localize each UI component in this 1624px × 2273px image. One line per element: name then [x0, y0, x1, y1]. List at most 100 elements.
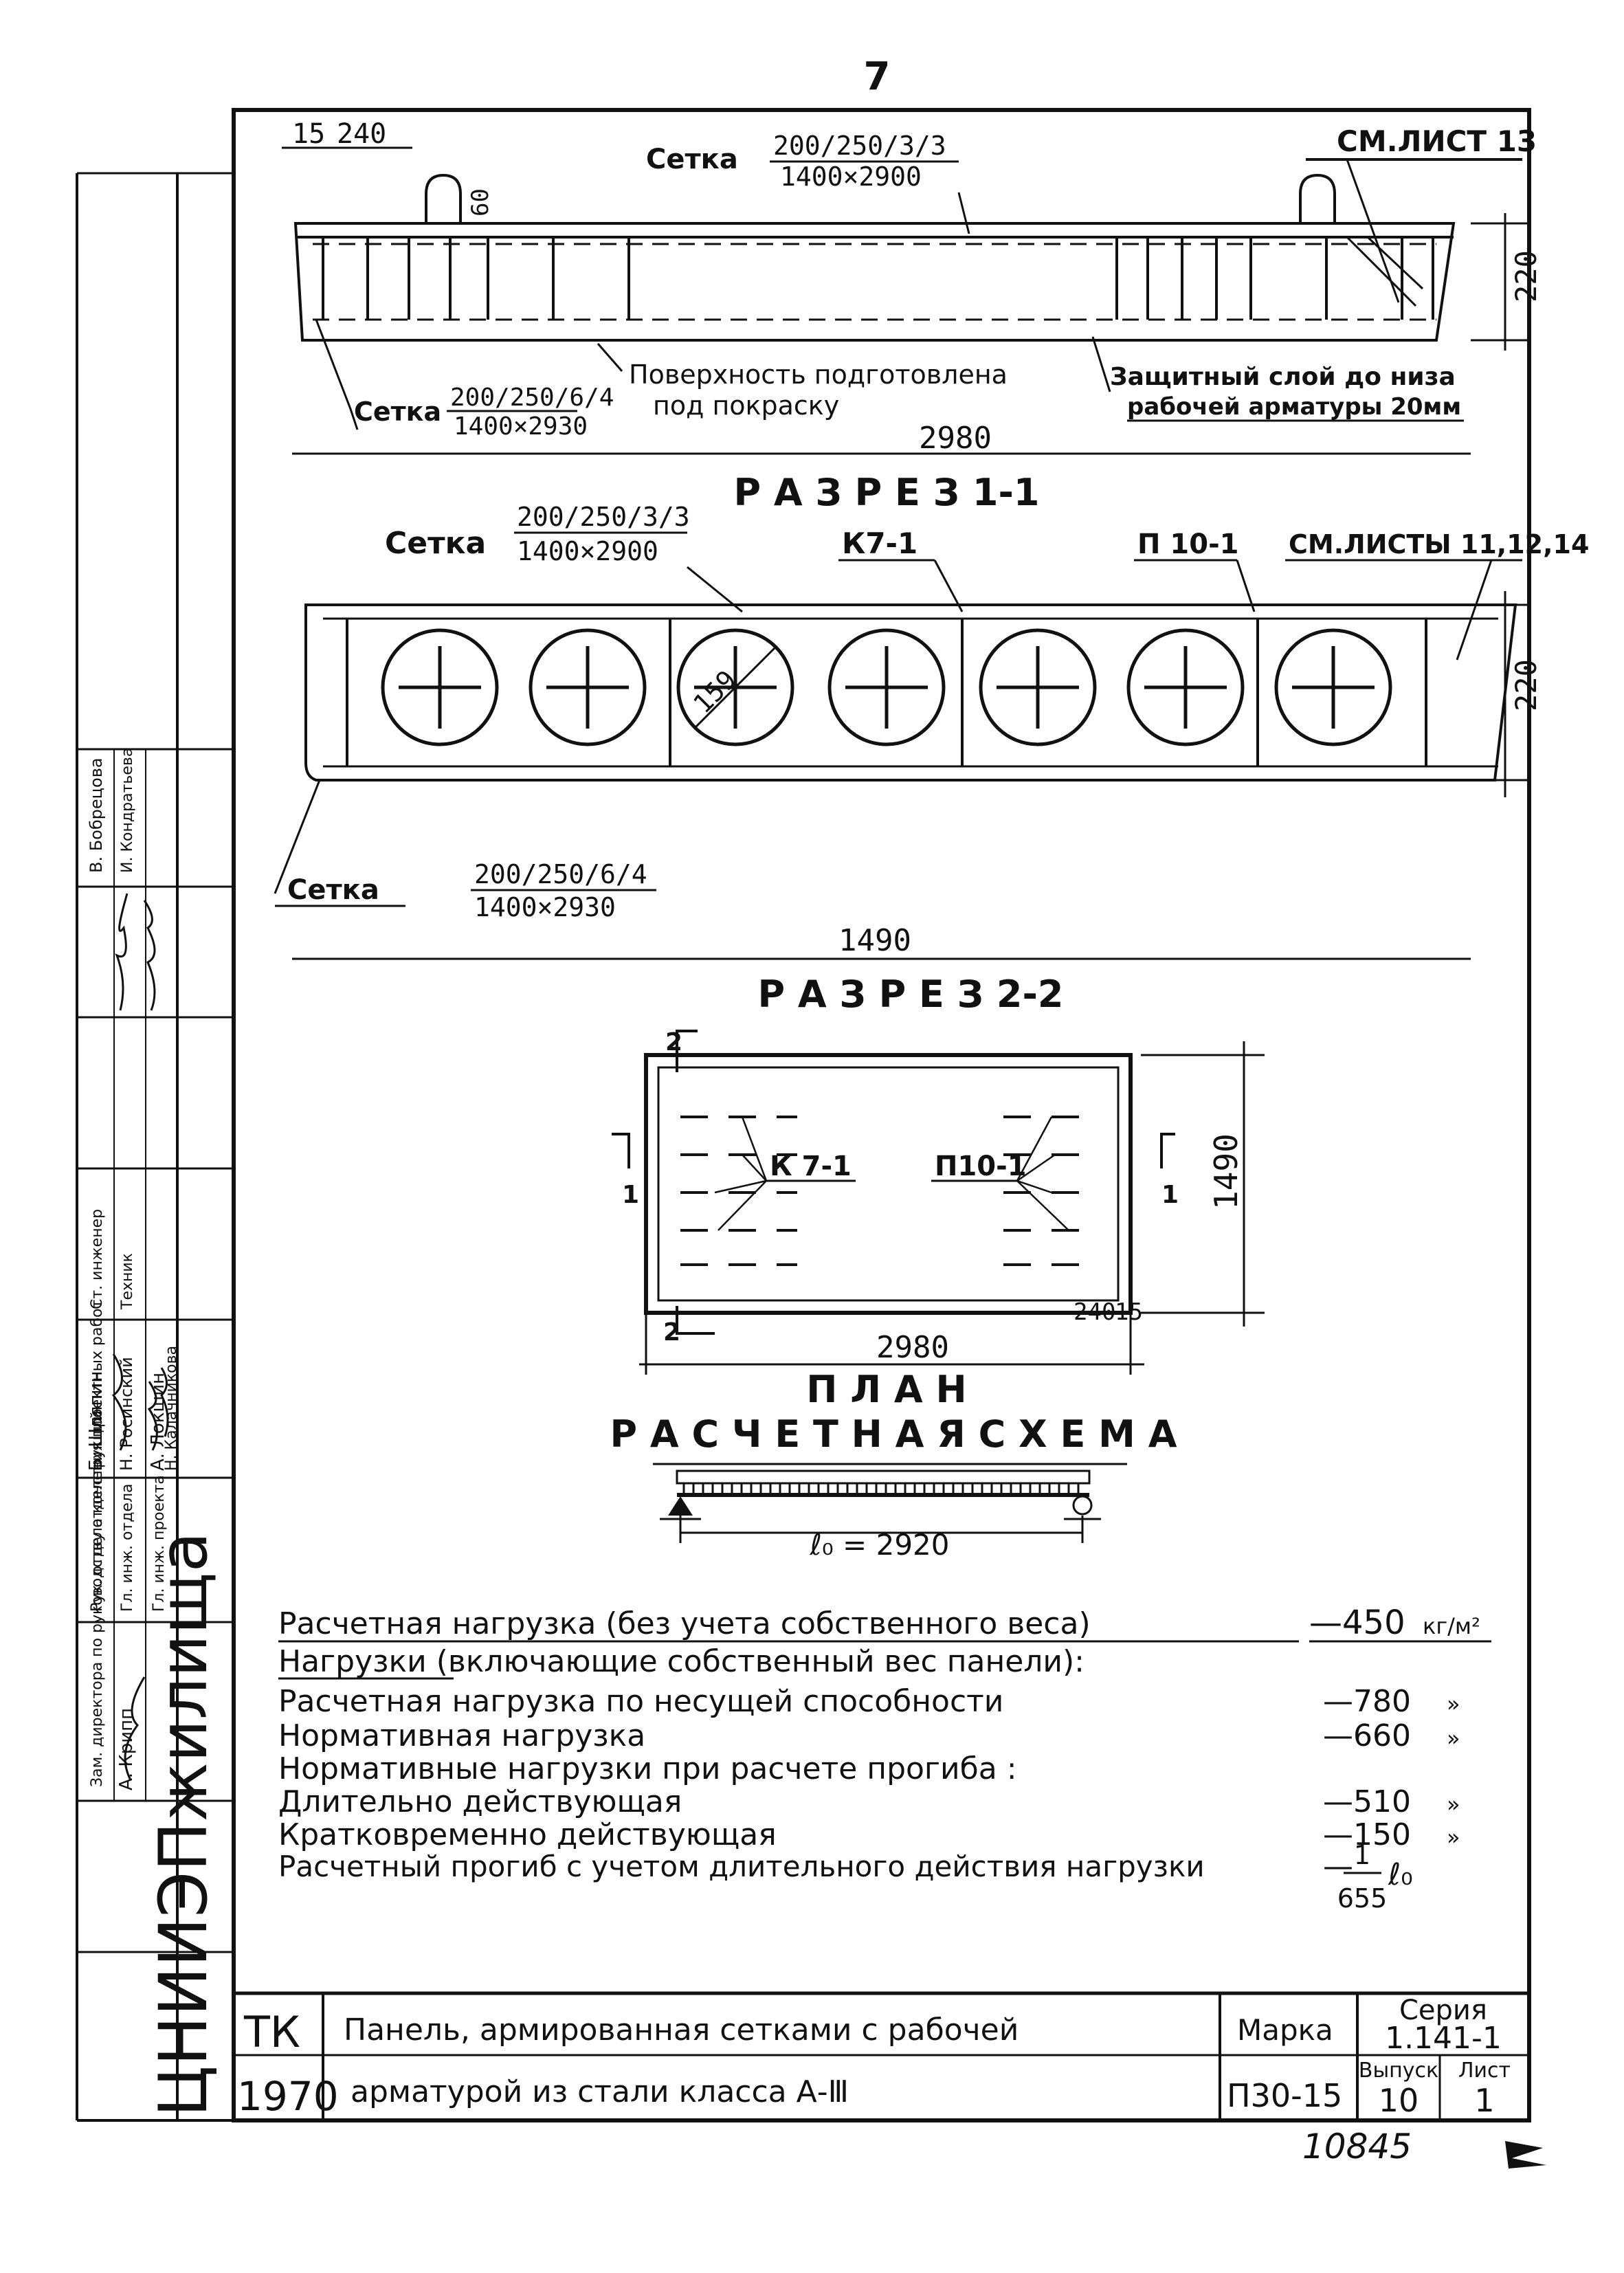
scheme-title: Р А С Ч Е Т Н А Я С Х Е М А: [610, 1412, 1177, 1456]
plan-title: П Л А Н: [806, 1368, 966, 1411]
tb-series-label: Серия: [1399, 1995, 1487, 2026]
sidebar-name: И. Кондратьева: [119, 748, 136, 873]
load-row-unit: »: [1447, 1691, 1460, 1717]
plan-frame-p10: П10-1: [935, 1151, 1027, 1182]
loads-heading: Нагрузки (включающие собственный вес пан…: [278, 1644, 1084, 1679]
plan-dim-240: 240: [1074, 1298, 1115, 1326]
tb-name-1: Панель, армированная сетками с рабочей: [344, 2013, 1019, 2048]
deflection-den: 655: [1337, 1883, 1388, 1914]
roller-support-icon: [1072, 1495, 1093, 1516]
deflection-label: Расчетный прогиб с учетом длительного де…: [278, 1850, 1205, 1883]
section-1-1: 15 240 60 220 2980 Сетка 200/250/3/3 140…: [282, 118, 1543, 514]
sidebar-role: Зам. директора по руководству отделения …: [89, 1300, 106, 1787]
load-row-value: —780: [1323, 1684, 1411, 1719]
plan-mark-1-right: 1: [1161, 1181, 1179, 1209]
tb-series-value: 1.141-1: [1385, 2021, 1502, 2056]
dim-60: 60: [467, 188, 494, 217]
sidebar-role: Техник: [119, 1253, 136, 1310]
mesh-top-label: Сетка: [385, 526, 486, 561]
load-row-value: —150: [1323, 1817, 1411, 1852]
sidebar-role: Гл. инж. проекта: [151, 1475, 168, 1612]
sidebar-org: ЦНИИЭПжилища: [145, 1532, 222, 2117]
dim-15: 15: [292, 118, 325, 150]
note-cover-2: рабочей арматуры 20мм: [1127, 393, 1461, 421]
section-2-2-title: Р А З Р Е З 2-2: [758, 973, 1064, 1016]
mesh-bottom-spec: 200/250/6/4: [450, 384, 614, 412]
mesh-top-size: 1400×2900: [517, 536, 658, 566]
load-calc-unit: кг/м²: [1423, 1613, 1480, 1639]
load-row-unit: »: [1447, 1791, 1460, 1817]
load-row-label: Длительно действующая: [278, 1784, 682, 1819]
ref-sheets-11-12-14: СМ.ЛИСТЫ 11,12,14: [1289, 529, 1589, 559]
tb-mark-label: Марка: [1237, 2013, 1333, 2047]
sidebar-role: Ст. инженер: [89, 1209, 106, 1309]
archive-mark-icon: [1505, 2141, 1546, 2169]
section-2-2: 159 Сетка 200/250/3/3 1400×2900 К7-1 П 1…: [274, 502, 1589, 1016]
load-row-label: Кратковременно действующая: [278, 1817, 777, 1852]
void-circles: [381, 628, 1392, 746]
tb-sheet-value: 1: [1474, 2082, 1494, 2119]
section-1-1-title: Р А З Р Е З 1-1: [734, 471, 1040, 514]
load-calc-value: —450: [1309, 1604, 1405, 1642]
tb-code: ТК: [243, 2007, 300, 2057]
plan-mark-2-bottom: 2: [663, 1318, 680, 1346]
mesh-bottom-size: 1400×2930: [474, 892, 616, 922]
tb-sheet-label: Лист: [1458, 2059, 1511, 2083]
drawing-frame: [76, 108, 1531, 2122]
deflection-dash: —: [1323, 1849, 1353, 1884]
plan-view: К 7-1 П10-1 2 2 1 1 1490 2980 240 15 П Л…: [612, 1028, 1265, 1411]
load-row-unit: »: [1447, 1725, 1460, 1751]
sidebar-stamp: Зам. директора по руководству отделения …: [77, 748, 234, 2117]
load-row-label: Нормативная нагрузка: [278, 1718, 645, 1753]
loads-table: Расчетная нагрузка (без учета собственно…: [278, 1604, 1491, 1914]
mesh-bottom-label: Сетка: [354, 397, 441, 427]
signature-marks: [111, 893, 169, 1781]
mesh-bottom-spec: 200/250/6/4: [474, 859, 647, 889]
dim-240: 240: [337, 118, 386, 150]
dim-220: 220: [1509, 659, 1543, 711]
ref-sheet-13: СМ.ЛИСТ 13: [1337, 124, 1537, 158]
frame-k7: К7-1: [842, 526, 917, 560]
sidebar-name: Б. Шляпин: [86, 1371, 107, 1471]
load-row-value: —510: [1323, 1784, 1411, 1819]
note-surface-2: под покраску: [653, 390, 839, 421]
load-row-label: Расчетная нагрузка по несущей способност…: [278, 1684, 1003, 1719]
load-calc-label: Расчетная нагрузка (без учета собственно…: [278, 1606, 1091, 1641]
tb-year: 1970: [237, 2073, 339, 2120]
scheme-span: ℓ₀ = 2920: [810, 1528, 950, 1562]
plan-dim-width: 1490: [1208, 1133, 1245, 1210]
mesh-bottom-label: Сетка: [287, 874, 379, 906]
plan-frame-k7: К 7-1: [770, 1151, 852, 1182]
mesh-top-spec: 200/250/3/3: [773, 131, 946, 161]
deflection-num: 1: [1354, 1840, 1370, 1870]
load-row-label: Нормативные нагрузки при расчете прогиба…: [278, 1751, 1017, 1786]
tb-name-2: арматурой из стали класса А-Ⅲ: [351, 2074, 849, 2109]
pin-support-icon: [668, 1496, 693, 1516]
design-scheme: Р А С Ч Е Т Н А Я С Х Е М А ℓ₀ = 2920: [610, 1412, 1177, 1562]
mesh-top-spec: 200/250/3/3: [517, 502, 690, 532]
dim-220: 220: [1509, 250, 1543, 302]
plan-mark-1-left: 1: [622, 1181, 639, 1209]
plan-dim-length: 2980: [876, 1330, 949, 1365]
dim-width: 1490: [838, 923, 911, 958]
sidebar-role: Рук. отдела конструкций: [89, 1410, 106, 1612]
note-surface: Поверхность подготовлена: [629, 359, 1008, 390]
sidebar-name: В. Бобрецова: [87, 757, 106, 873]
page-number: 7: [864, 54, 891, 99]
sidebar-name: Н. Росинский: [117, 1357, 136, 1471]
tb-issue-value: 10: [1379, 2082, 1419, 2119]
note-cover: Защитный слой до низа: [1110, 363, 1456, 391]
mesh-top-label: Сетка: [646, 144, 738, 175]
load-row-value: —660: [1323, 1718, 1411, 1753]
load-row-unit: »: [1447, 1824, 1460, 1850]
deflection-var: ℓ₀: [1388, 1857, 1413, 1892]
title-block: ТК 1970 Панель, армированная сетками с р…: [234, 1991, 1529, 2120]
tb-issue-label: Выпуск: [1359, 2059, 1438, 2083]
plan-mark-2-top: 2: [665, 1028, 682, 1056]
dim-length: 2980: [919, 421, 992, 456]
archive-number: 10845: [1302, 2127, 1412, 2166]
tb-mark-value: П30-15: [1227, 2077, 1342, 2114]
sidebar-role: Гл. инж. отдела: [119, 1483, 136, 1612]
mesh-top-size: 1400×2900: [780, 162, 922, 192]
frame-p10: П 10-1: [1137, 529, 1239, 560]
